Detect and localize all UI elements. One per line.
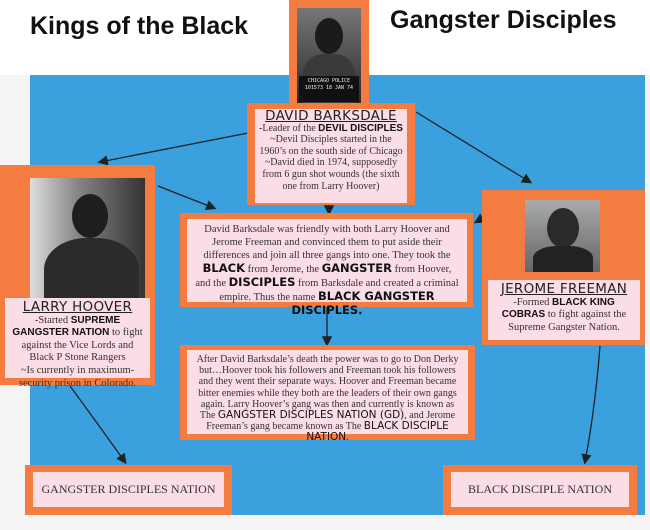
text: , and Jerome Freeman’s gang became known… xyxy=(206,410,456,433)
gdn-label: GANGSTER DISCIPLES NATION xyxy=(33,472,224,507)
emphasis: BLACK KING COBRAS xyxy=(501,296,615,321)
text: from Jerome, the xyxy=(245,264,322,275)
text: to fight against the Supreme Gangster Na… xyxy=(508,309,627,333)
barksdale-name: DAVID BARKSDALE xyxy=(265,108,397,124)
emphasis: GANGSTER DISCIPLES NATION (GD) xyxy=(217,409,405,422)
text: . xyxy=(346,432,349,444)
freeman-card: JEROME FREEMAN -Formed BLACK KING COBRAS… xyxy=(482,190,645,345)
bdn-label: BLACK DISCIPLE NATION xyxy=(451,472,629,507)
emphasis: DEVIL DISCIPLES xyxy=(318,122,403,134)
text: -Formed xyxy=(513,296,552,308)
hoover-photo xyxy=(30,178,145,300)
text: from Hoover, and the xyxy=(195,264,452,289)
text: ~Is currently in maximum-security prison… xyxy=(18,364,137,389)
emphasis: SUPREME GANGSTER NATION xyxy=(12,314,121,339)
emphasis: GANGSTER xyxy=(321,261,392,275)
barksdale-photo-frame: CHICAGO POLICE 101573 18 JAN 74 xyxy=(289,0,369,108)
text: from Barksdale and created a criminal em… xyxy=(219,278,459,303)
text: After David Barksdale’s death the power … xyxy=(196,354,459,422)
arrow-to-hoover xyxy=(97,132,249,166)
aftermath-card: After David Barksdale’s death the power … xyxy=(180,345,475,444)
bdn-card: BLACK DISCIPLE NATION xyxy=(443,465,637,515)
barksdale-mugshot: CHICAGO POLICE 101573 18 JAN 74 xyxy=(297,8,361,104)
emphasis: BLACK xyxy=(202,261,246,275)
hoover-card: LARRY HOOVER -Started SUPREME GANGSTER N… xyxy=(0,165,155,389)
text: -Started xyxy=(34,314,71,326)
text: ~David died in 1974, supposedly from 6 g… xyxy=(262,157,400,192)
emphasis: BLACK DISCIPLE NATION xyxy=(306,420,449,444)
emphasis: DISCIPLES xyxy=(228,275,296,289)
arrow-hoover-center xyxy=(157,185,217,210)
text: David Barksdale was friendly with both L… xyxy=(203,224,451,261)
barksdale-card: DAVID BARKSDALE -Leader of the DEVIL DIS… xyxy=(247,103,415,205)
title-left: Kings of the Black xyxy=(30,12,249,40)
text: to fight against the Vice Lords and Blac… xyxy=(21,327,143,364)
gdn-card: GANGSTER DISCIPLES NATION xyxy=(25,465,232,515)
emphasis: BLACK GANGSTER DISCIPLES. xyxy=(291,289,435,317)
arrow-to-bdn xyxy=(581,345,601,465)
title-right: Gangster Disciples xyxy=(390,6,617,34)
arrow-to-gdn xyxy=(69,385,127,465)
freeman-photo xyxy=(525,200,600,272)
text: ~Devil Disciples started in the 1960’s o… xyxy=(259,134,403,157)
freeman-name: JEROME FREEMAN xyxy=(500,281,628,297)
arrow-to-freeman xyxy=(415,111,533,184)
mugshot-booking-caption: CHICAGO POLICE 101573 18 JAN 74 xyxy=(299,76,359,102)
merger-card: David Barksdale was friendly with both L… xyxy=(180,213,473,317)
text: -Leader of the xyxy=(259,122,319,134)
hoover-name: LARRY HOOVER xyxy=(22,299,133,315)
